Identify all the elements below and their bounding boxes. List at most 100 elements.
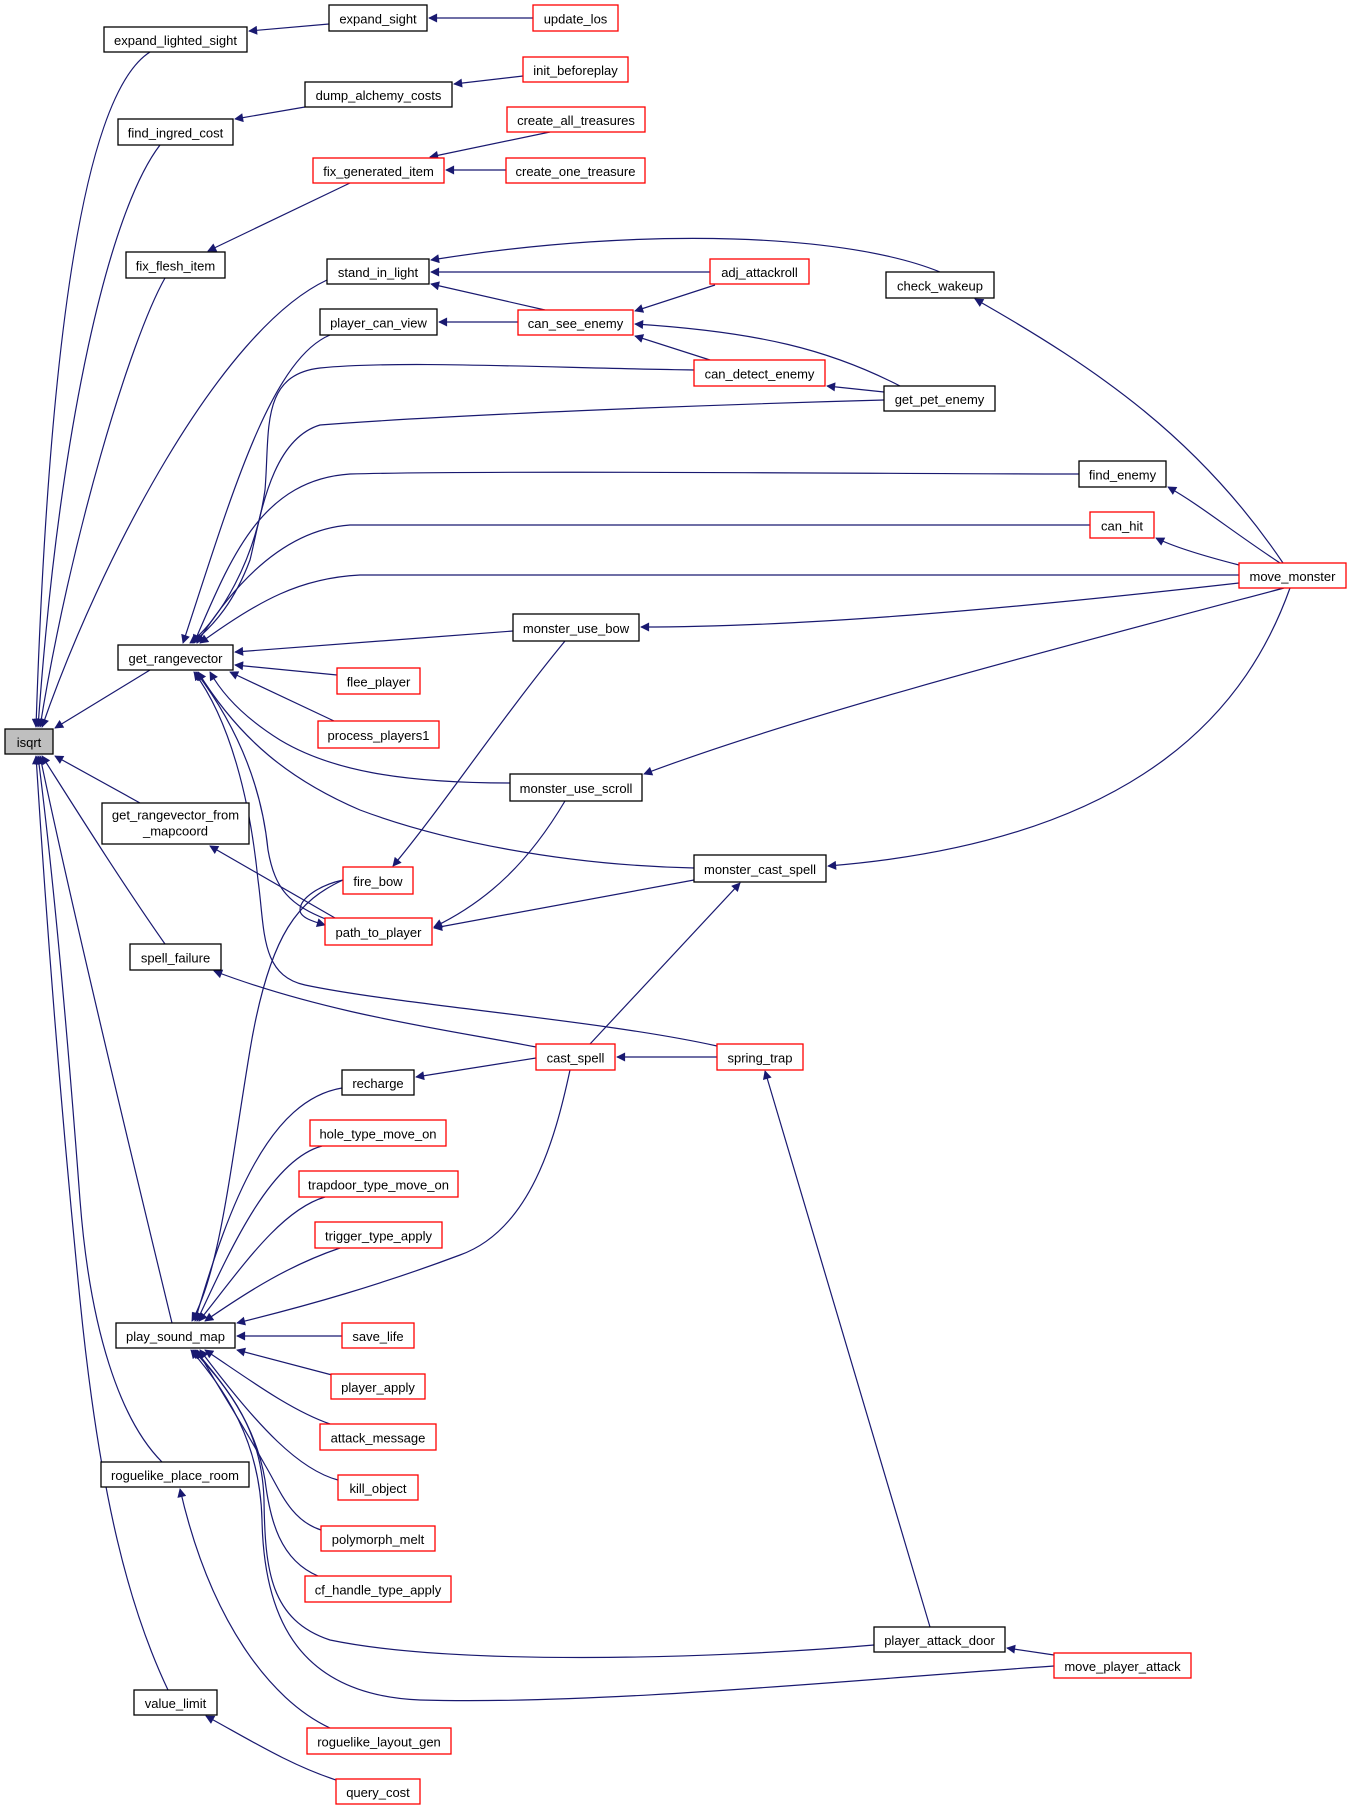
node-create_one_treasure[interactable]: create_one_treasure [505,157,646,184]
node-process_players1[interactable]: process_players1 [317,720,440,749]
node-box [883,385,996,412]
edge-roguelike_layout_gen-to-roguelike_place_room [177,1488,331,1729]
edge-stand_in_light-to-isqrt [40,279,328,728]
edge-get_pet_enemy-to-can_see_enemy [634,320,901,387]
edge-find_ingred_cost-to-isqrt [34,144,161,728]
node-player_attack_door[interactable]: player_attack_door [873,1626,1006,1653]
edge-can_see_enemy-to-stand_in_light [430,281,546,311]
node-can_see_enemy[interactable]: can_see_enemy [517,309,634,336]
edge-can_hit-to-get_rangevector [196,524,1090,644]
node-dump_alchemy_costs[interactable]: dump_alchemy_costs [304,81,453,108]
node-move_monster[interactable]: move_monster [1238,562,1347,589]
node-monster_use_scroll[interactable]: monster_use_scroll [509,773,643,802]
node-label: player_apply [341,1380,415,1395]
node-adj_attackroll[interactable]: adj_attackroll [709,258,810,285]
edge-monster_use_bow-to-fire_bow [392,640,566,867]
node-hole_type_move_on[interactable]: hole_type_move_on [309,1119,447,1147]
edge-cast_spell-to-monster_cast_spell [589,882,741,1045]
node-box [314,1221,443,1249]
edge-init_beforeplay-to-dump_alchemy_costs [453,75,524,88]
edge-spring_trap-to-get_rangevector [193,671,718,1047]
node-monster_cast_spell[interactable]: monster_cast_spell [693,854,827,883]
node-box [512,613,640,642]
node-label: player_can_view [330,316,427,331]
edge-monster_cast_spell-to-path_to_player [433,879,695,931]
node-label: roguelike_layout_gen [317,1735,441,1750]
node-box [312,157,445,184]
node-init_beforeplay[interactable]: init_beforeplay [522,56,629,83]
edge-attack_message-to-play_sound_map [204,1349,331,1425]
node-box [133,1689,218,1716]
node-recharge[interactable]: recharge [341,1069,415,1096]
node-monster_use_bow[interactable]: monster_use_bow [512,613,640,642]
node-attack_message[interactable]: attack_message [319,1423,437,1451]
node-query_cost[interactable]: query_cost [335,1778,421,1805]
edge-get_rangevector_from_mapcoord-to-isqrt [54,755,141,804]
node-spell_failure[interactable]: spell_failure [129,943,222,971]
edge-monster_cast_spell-to-get_rangevector [197,671,695,869]
node-box [509,773,643,802]
node-fire_bow[interactable]: fire_bow [342,866,414,895]
node-player_can_view[interactable]: player_can_view [319,308,438,336]
node-stand_in_light[interactable]: stand_in_light [326,258,430,285]
node-label: find_ingred_cost [128,126,224,141]
node-roguelike_layout_gen[interactable]: roguelike_layout_gen [306,1727,452,1755]
node-cast_spell[interactable]: cast_spell [535,1043,616,1071]
node-cf_handle_type_apply[interactable]: cf_handle_type_apply [304,1575,452,1603]
node-trigger_type_apply[interactable]: trigger_type_apply [314,1221,443,1249]
node-save_life[interactable]: save_life [341,1322,415,1349]
edge-move_monster-to-check_wakeup [974,298,1284,564]
node-box [304,81,453,108]
edge-move_monster-to-can_hit [1155,537,1240,566]
node-flee_player[interactable]: flee_player [336,667,421,695]
node-can_detect_enemy[interactable]: can_detect_enemy [693,359,826,387]
node-box [319,308,438,336]
node-label: fix_flesh_item [136,259,215,274]
node-box [117,644,234,671]
edge-move_player_attack-to-play_sound_map [190,1349,1055,1702]
node-find_enemy[interactable]: find_enemy [1078,460,1167,488]
node-box [125,251,226,279]
node-label: can_see_enemy [528,316,624,331]
node-path_to_player[interactable]: path_to_player [324,917,433,946]
node-get_rangevector_from_mapcoord[interactable]: get_rangevector_from_mapcoord [101,802,250,845]
node-expand_lighted_sight[interactable]: expand_lighted_sight [103,26,248,53]
node-fix_generated_item[interactable]: fix_generated_item [312,157,445,184]
node-fix_flesh_item[interactable]: fix_flesh_item [125,251,226,279]
node-box [716,1043,804,1071]
node-label: polymorph_melt [332,1532,425,1547]
node-move_player_attack[interactable]: move_player_attack [1053,1652,1192,1679]
node-isqrt[interactable]: isqrt [4,728,54,755]
node-box [100,1461,250,1488]
node-create_all_treasures[interactable]: create_all_treasures [506,106,646,133]
node-label: adj_attackroll [721,265,798,280]
node-polymorph_melt[interactable]: polymorph_melt [320,1525,436,1552]
node-get_pet_enemy[interactable]: get_pet_enemy [883,385,996,412]
node-label: stand_in_light [338,265,419,280]
node-roguelike_place_room[interactable]: roguelike_place_room [100,1461,250,1488]
edge-create_all_treasures-to-fix_generated_item [429,131,551,160]
node-spring_trap[interactable]: spring_trap [716,1043,804,1071]
node-get_rangevector[interactable]: get_rangevector [117,644,234,671]
node-label: create_one_treasure [516,164,636,179]
node-label: monster_use_bow [523,621,630,636]
edge-can_detect_enemy-to-get_rangevector [189,363,695,644]
node-player_apply[interactable]: player_apply [330,1373,426,1400]
node-find_ingred_cost[interactable]: find_ingred_cost [117,118,234,146]
node-box [341,1322,415,1349]
edge-play_sound_map-to-isqrt [37,755,173,1324]
node-can_hit[interactable]: can_hit [1089,511,1155,539]
node-check_wakeup[interactable]: check_wakeup [885,271,995,299]
edge-move_monster-to-find_enemy [1167,486,1281,564]
node-trapdoor_type_move_on[interactable]: trapdoor_type_move_on [298,1170,459,1198]
node-label: attack_message [331,1431,426,1446]
node-box [117,118,234,146]
node-update_los[interactable]: update_los [532,4,619,32]
node-play_sound_map[interactable]: play_sound_map [115,1322,236,1349]
node-label: get_rangevector_from [112,808,239,823]
node-kill_object[interactable]: kill_object [337,1474,419,1501]
node-value_limit[interactable]: value_limit [133,1689,218,1716]
node-label: monster_cast_spell [704,862,816,877]
node-expand_sight[interactable]: expand_sight [328,4,428,32]
node-box [309,1119,447,1147]
